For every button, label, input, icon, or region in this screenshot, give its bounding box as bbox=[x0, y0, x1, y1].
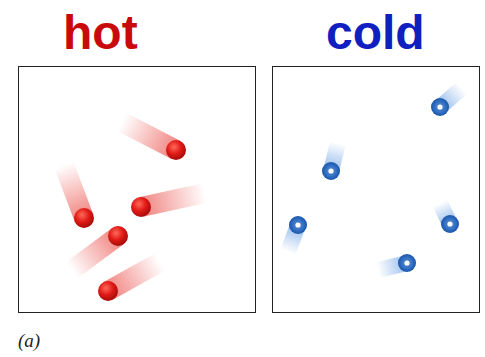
cold-box: cold bbox=[272, 66, 480, 313]
box-heading: cold bbox=[326, 9, 425, 57]
hot-particles bbox=[64, 122, 205, 301]
box-heading: hot bbox=[63, 9, 138, 57]
panel-label: (a) bbox=[18, 330, 40, 352]
hot-box: hot bbox=[18, 66, 256, 313]
cold-particles bbox=[288, 88, 462, 272]
